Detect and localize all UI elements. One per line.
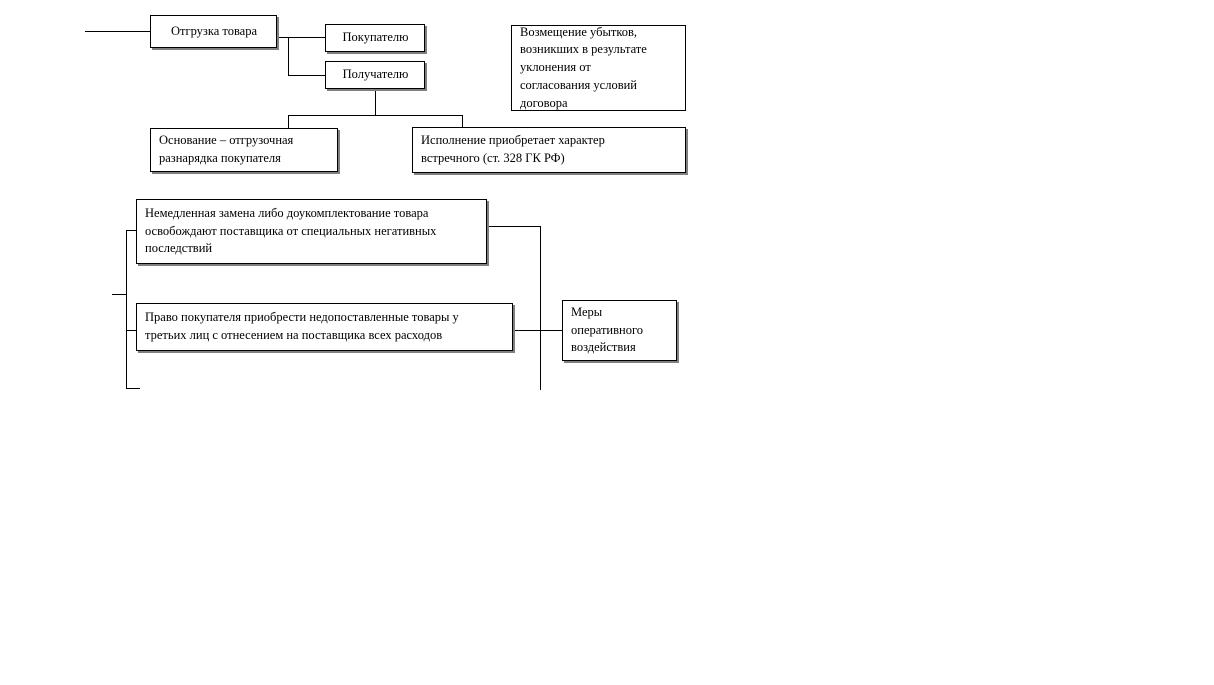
- connector-rail-to-measures: [540, 330, 563, 331]
- node-shipment[interactable]: Отгрузка товара: [150, 15, 277, 48]
- connector-split-right-down: [462, 115, 463, 128]
- connector-lower-bracket-mid-stub: [126, 330, 137, 331]
- node-to-recipient[interactable]: Получателю: [325, 61, 425, 89]
- node-shipment-label: Отгрузка товара: [170, 23, 258, 38]
- connector-branch-to-buyer: [288, 37, 326, 38]
- node-damages-compensation[interactable]: Возмещение убытков, возникших в результа…: [511, 25, 686, 111]
- connector-lower-bracket-top-stub: [126, 230, 137, 231]
- connector-replacement-to-right: [487, 226, 541, 227]
- connector-lower-bracket-vertical: [126, 230, 127, 388]
- node-buyer-right-third-parties[interactable]: Право покупателя приобрести недопоставле…: [136, 303, 513, 351]
- node-operative-measures[interactable]: Меры оперативного воздействия: [562, 300, 677, 361]
- node-to-recipient-label: Получателю: [342, 67, 409, 82]
- node-operative-measures-label: Меры оперативного воздействия: [571, 304, 644, 355]
- node-buyer-right-third-parties-label: Право покупателя приобрести недопоставле…: [145, 310, 459, 342]
- node-immediate-replacement[interactable]: Немедленная замена либо доукомплектовани…: [136, 199, 487, 264]
- node-shipping-order-basis[interactable]: Основание – отгрузочная разнарядка покуп…: [150, 128, 338, 172]
- connector-shipment-branch-vertical: [288, 37, 289, 75]
- connector-lower-bracket-stub-in: [112, 294, 126, 295]
- node-counter-performance-label: Исполнение приобретает характер встречно…: [421, 133, 605, 165]
- node-shipping-order-basis-label: Основание – отгрузочная разнарядка покуп…: [159, 133, 294, 165]
- connector-lower-bracket-bottom-stub: [126, 388, 140, 389]
- connector-split-left-down: [288, 115, 289, 128]
- node-immediate-replacement-label: Немедленная замена либо доукомплектовани…: [145, 205, 437, 256]
- node-counter-performance[interactable]: Исполнение приобретает характер встречно…: [412, 127, 686, 173]
- node-to-buyer-label: Покупателю: [342, 30, 409, 45]
- connector-branch-to-recipient: [288, 75, 326, 76]
- connector-buyer-right-to-rail: [513, 330, 541, 331]
- node-damages-compensation-label: Возмещение убытков, возникших в результа…: [520, 24, 647, 110]
- connector-recipient-split-horizontal: [288, 115, 463, 116]
- connector-recipient-down: [375, 89, 376, 115]
- connector-inbound-left: [85, 31, 151, 32]
- connector-shipment-right: [277, 37, 289, 38]
- node-to-buyer[interactable]: Покупателю: [325, 24, 425, 52]
- connector-right-rail-vertical: [540, 226, 541, 390]
